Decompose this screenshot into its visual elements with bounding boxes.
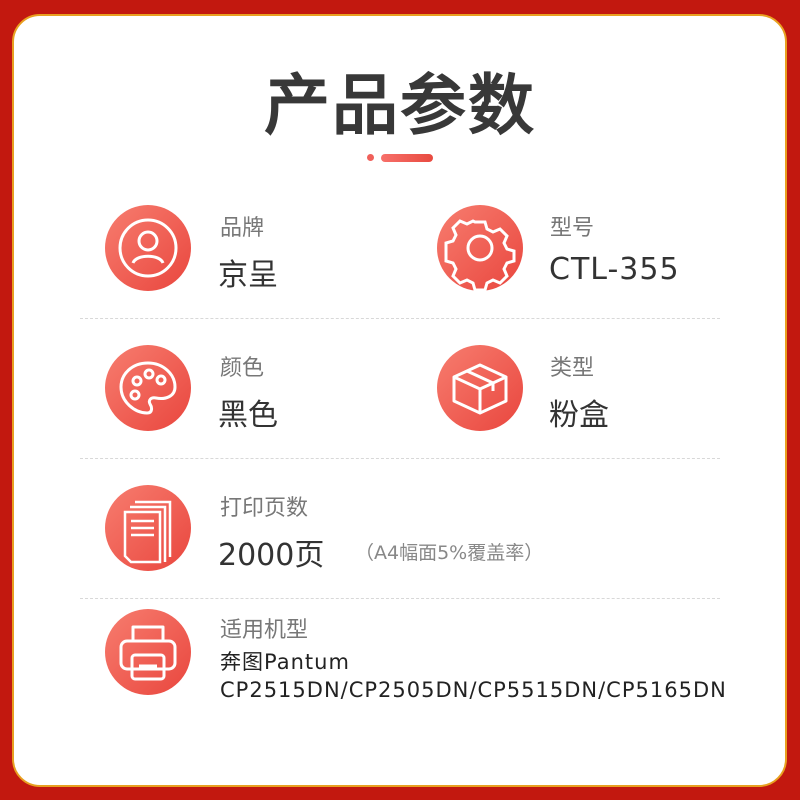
compat-models: 奔图Pantum CP2515DN/CP2505DN/CP5515DN/CP51… <box>220 648 727 704</box>
brand-value: 京呈 <box>218 258 278 293</box>
palette-icon <box>105 345 191 431</box>
page-title: 产品参数 <box>264 67 536 144</box>
divider <box>80 458 720 459</box>
model-value: CTL-355 <box>549 252 680 287</box>
type-label: 类型 <box>550 356 595 381</box>
compat-model-list: CP2515DN/CP2505DN/CP5515DN/CP5165DN <box>220 678 727 702</box>
divider <box>80 598 720 599</box>
type-value: 粉盒 <box>549 398 609 433</box>
title-decor-bar <box>381 154 433 162</box>
gear-icon <box>437 205 523 291</box>
title-decor-dot <box>367 154 374 161</box>
brand-label: 品牌 <box>220 216 265 241</box>
compat-label: 适用机型 <box>220 618 309 643</box>
printer-icon <box>105 609 191 695</box>
model-label: 型号 <box>550 216 595 241</box>
compat-brand: 奔图Pantum <box>220 650 350 674</box>
pages-label: 打印页数 <box>220 496 309 521</box>
pages-note: （A4幅面5%覆盖率） <box>355 542 544 564</box>
user-icon <box>105 205 191 291</box>
color-label: 颜色 <box>220 356 265 381</box>
documents-icon <box>105 485 191 571</box>
color-value: 黑色 <box>218 398 278 433</box>
pages-value: 2000页 <box>218 538 325 573</box>
divider <box>80 318 720 319</box>
box-icon <box>437 345 523 431</box>
